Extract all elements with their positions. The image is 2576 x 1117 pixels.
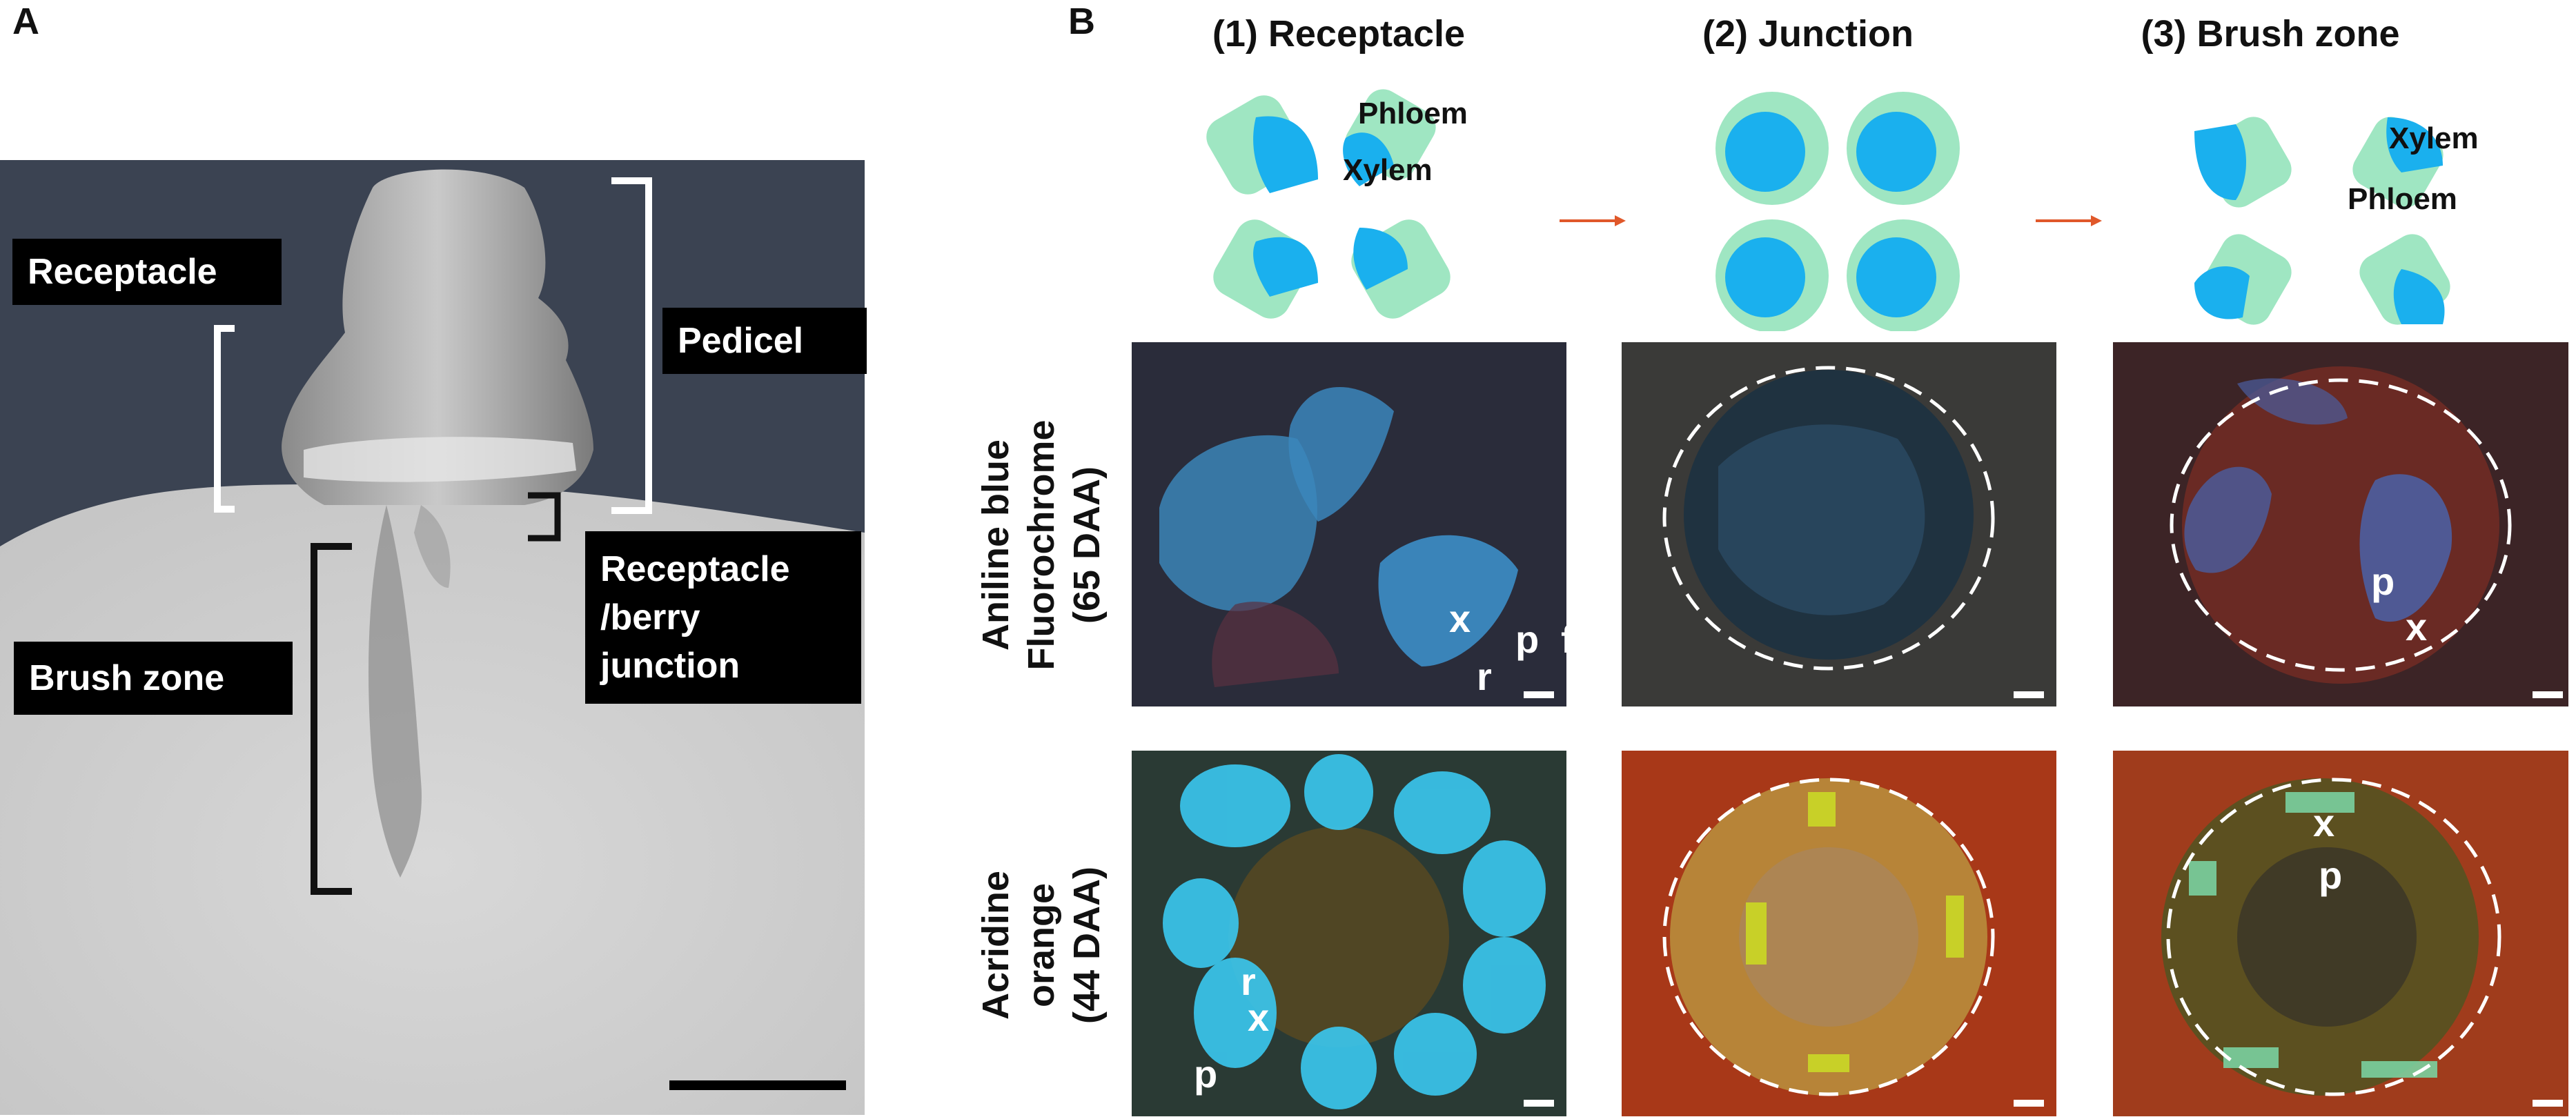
schematic-label-phloem-1: Phloem (1358, 97, 1468, 130)
row-label-aniline-blue: Aniline blue Fluorochrome (65 DAA) (973, 393, 1111, 697)
receptacle-label: Receptacle (12, 239, 282, 305)
schematic-receptacle (1206, 89, 1451, 319)
row-label-acridine-line1: Acridine (975, 870, 1016, 1020)
junction-label-line1: Receptacle (600, 549, 790, 589)
schematic-brush-zone (2194, 117, 2450, 325)
row-label-aniline-line3: (65 DAA) (1066, 466, 1108, 624)
micrograph-aniline-junction (1622, 342, 2056, 706)
schematic-label-xylem-1: Xylem (1343, 153, 1433, 187)
micrograph-aniline-brush-zone (2113, 342, 2568, 706)
vascular-schematics (1206, 89, 2450, 331)
junction-label: Receptacle /berry junction (585, 531, 861, 704)
junction-label-line3: junction (600, 646, 740, 686)
row-label-acridine-orange: Acridine orange (44 DAA) (973, 800, 1111, 1090)
row-label-aniline-line2: Fluorochrome (1021, 419, 1062, 671)
micro-label-p: p (1515, 617, 1540, 661)
micro-label-x: x (1449, 597, 1471, 640)
micro-label-p: p (2319, 853, 2343, 897)
micro-label-p: p (1194, 1052, 1218, 1096)
micrograph-acridine-receptacle (1132, 751, 1566, 1116)
micrograph-aniline-receptacle (1132, 342, 1566, 706)
row-label-acridine-line2: orange (1021, 882, 1062, 1008)
micro-label-x: x (2406, 605, 2428, 649)
row-label-acridine-line3: (44 DAA) (1066, 866, 1108, 1025)
micrograph-acridine-brush-zone (2113, 751, 2568, 1116)
micrograph-acridine-junction (1622, 751, 2056, 1116)
column-heading-receptacle: (1) Receptacle (1212, 13, 1466, 55)
panel-b-letter: B (1068, 1, 1095, 42)
junction-label-line2: /berry (600, 597, 700, 637)
panel-a-letter: A (12, 1, 39, 42)
column-heading-junction: (2) Junction (1702, 13, 1914, 55)
schematic-label-phloem-3: Phloem (2348, 182, 2457, 216)
brush-zone-label: Brush zone (14, 642, 293, 715)
row-label-aniline-line1: Aniline blue (975, 439, 1016, 651)
micro-label-x: x (1248, 996, 1270, 1039)
schematic-label-xylem-3: Xylem (2389, 121, 2479, 155)
pedicel-label: Pedicel (662, 308, 867, 374)
micro-label-p: p (2371, 560, 2395, 603)
micro-label-x: x (2313, 801, 2335, 844)
schematic-junction (1715, 92, 1960, 331)
micro-label-r: r (1241, 960, 1256, 1003)
micro-label-r: r (1477, 655, 1492, 698)
column-heading-brush-zone: (3) Brush zone (2141, 13, 2400, 55)
micro-label-f: f (1561, 617, 1574, 661)
